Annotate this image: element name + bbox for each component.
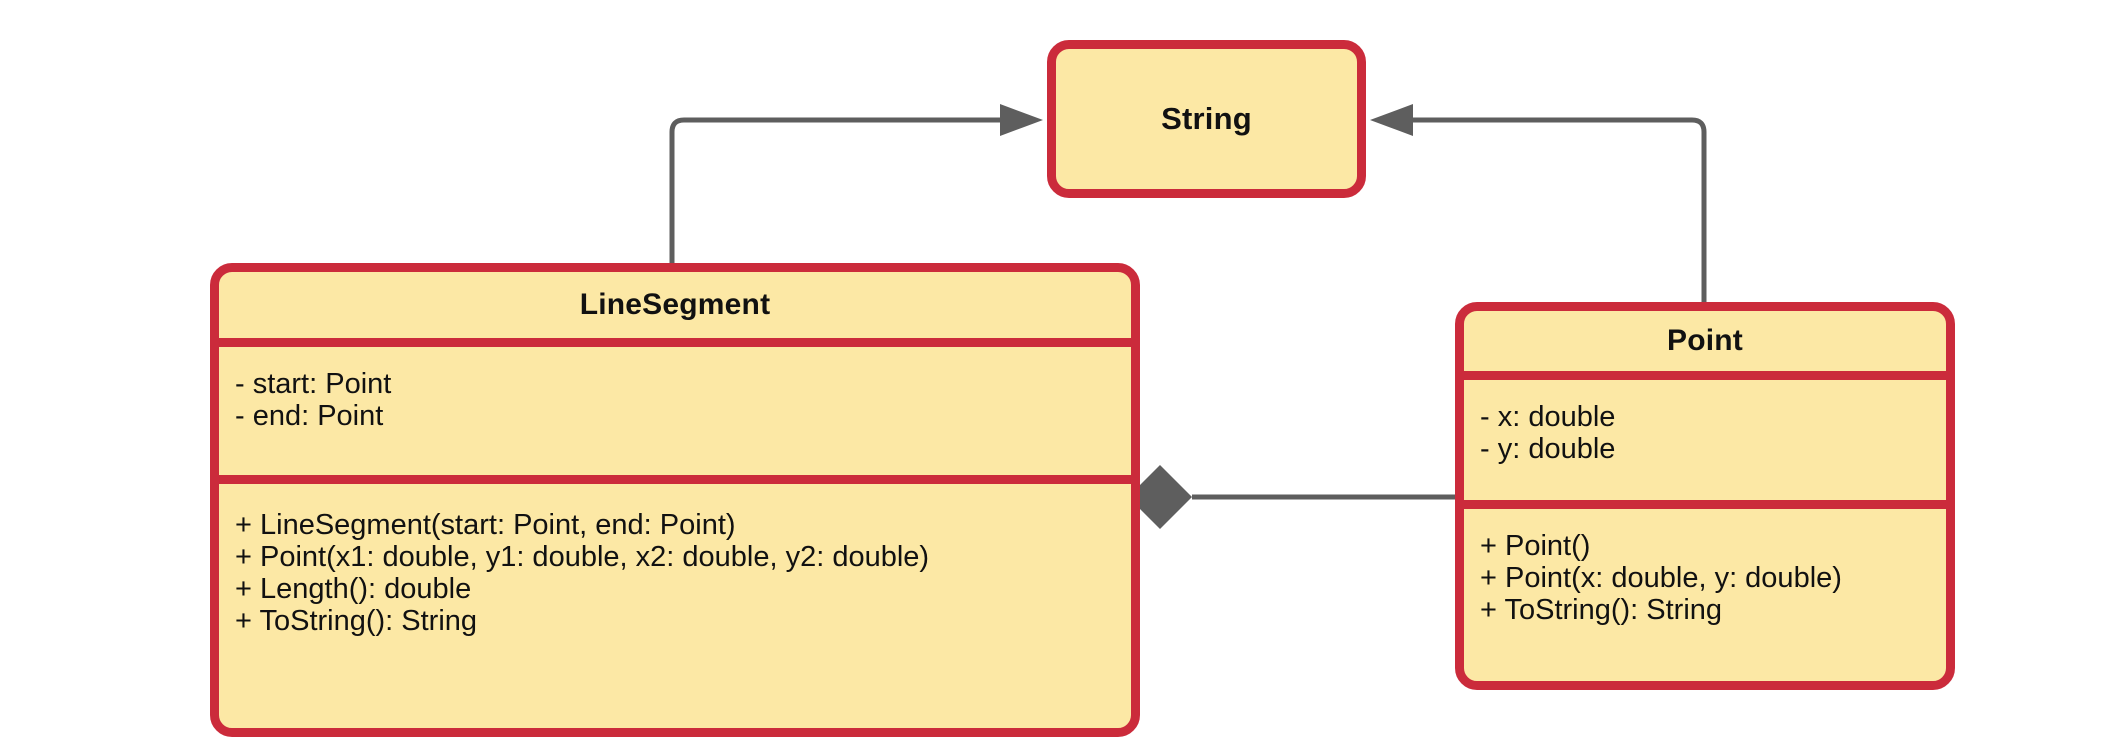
attribute-row: - start: Point — [235, 368, 392, 400]
operation-row: + Length(): double — [235, 572, 472, 605]
attributes-compartment-linesegment: - start: Point - end: Point — [219, 347, 1131, 475]
operation-row: + ToString(): String — [235, 604, 478, 637]
class-title-string: String — [1161, 101, 1252, 136]
attribute-row: - x: double — [1480, 401, 1616, 433]
arrowhead-to-string-left — [1000, 104, 1043, 136]
attribute-row: - end: Point — [235, 399, 384, 432]
attributes-compartment-point: - x: double - y: double — [1464, 380, 1946, 500]
connector-linesegment-composition-point — [1128, 465, 1455, 529]
compartment-divider — [1464, 371, 1946, 380]
compartment-divider — [219, 475, 1131, 484]
operations-compartment-point: + Point() + Point(x: double, y: double) … — [1464, 509, 1946, 681]
connector-linesegment-to-string — [669, 104, 1043, 263]
operation-row: + LineSegment(start: Point, end: Point) — [235, 509, 736, 541]
operation-row: + Point(x: double, y: double) — [1480, 561, 1842, 594]
uml-class-string[interactable]: String — [1047, 40, 1366, 198]
operations-compartment-linesegment: + LineSegment(start: Point, end: Point) … — [219, 484, 1131, 728]
compartment-divider — [1464, 500, 1946, 509]
compartment-divider — [219, 338, 1131, 347]
operation-row: + Point(x1: double, y1: double, x2: doub… — [235, 540, 930, 573]
class-title-point: Point — [1667, 324, 1743, 357]
operation-row: + ToString(): String — [1480, 593, 1723, 626]
uml-class-point[interactable]: Point - x: double - y: double + Point() … — [1455, 302, 1955, 690]
attribute-row: - y: double — [1480, 432, 1616, 465]
arrowhead-to-string-right — [1370, 104, 1413, 136]
operation-row: + Point() — [1480, 530, 1591, 562]
uml-class-linesegment[interactable]: LineSegment - start: Point - end: Point … — [210, 263, 1140, 737]
class-title-linesegment: LineSegment — [579, 288, 771, 321]
connector-point-to-string — [1370, 104, 1707, 302]
